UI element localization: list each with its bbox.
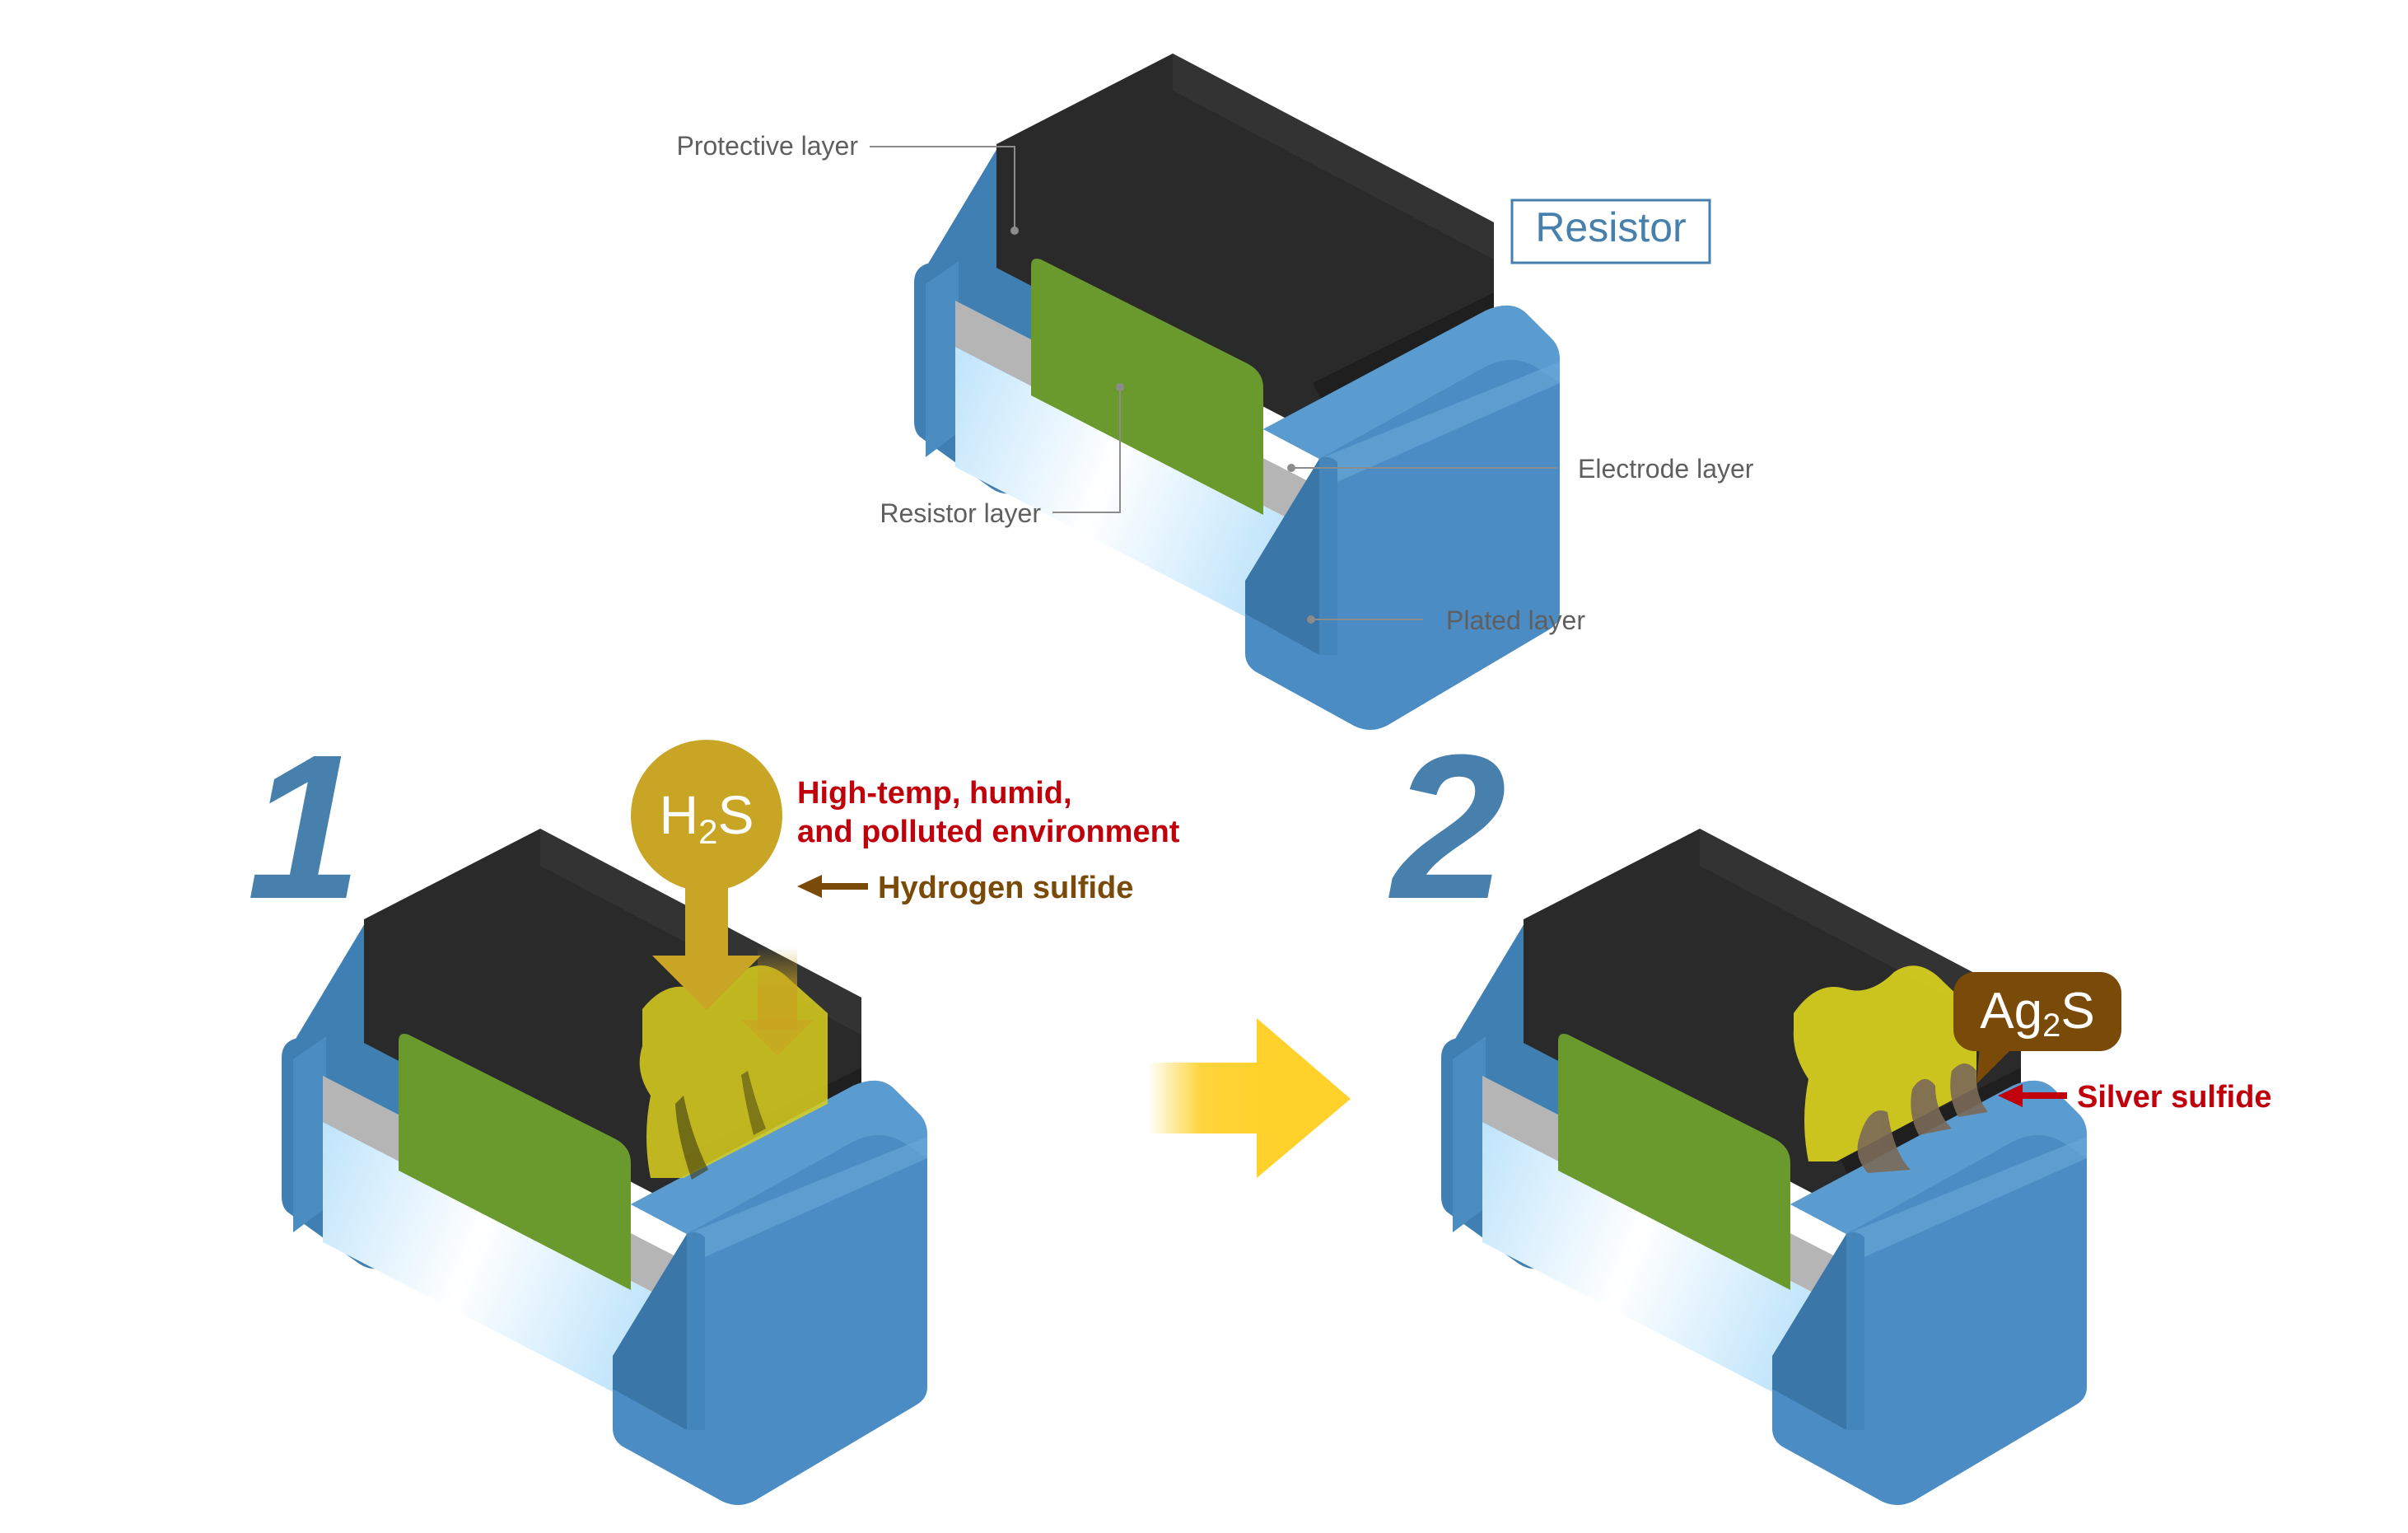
process-arrow-icon	[1148, 1018, 1351, 1178]
step-1-number: 1	[247, 712, 362, 942]
silver-sulfide-growth	[1857, 1063, 1988, 1173]
h2s-formula: H2S	[659, 784, 754, 851]
protective-layer-callout: Protective layer	[676, 131, 1019, 235]
step-2-resistor-illustration	[1441, 829, 2087, 1505]
electrode-layer-label: Electrode layer	[1578, 454, 1754, 484]
ag2s-bubble: Ag2S	[1953, 972, 2121, 1084]
environment-label-line2: and polluted environment	[797, 815, 1180, 849]
resistor-layer-callout: Resistor layer	[880, 383, 1124, 528]
hydrogen-sulfide-callout: Hydrogen sulfide	[797, 871, 1133, 905]
step-1-resistor-illustration	[282, 829, 927, 1505]
resistor-title-box: Resistor	[1510, 199, 1711, 264]
h2s-gas-indicator: H2S	[631, 740, 814, 1056]
gas-arrow-icon	[652, 956, 761, 1010]
ag2s-formula: Ag2S	[1980, 983, 2094, 1044]
silver-sulfide-label: Silver sulfide	[2077, 1080, 2272, 1115]
step-2-number: 2	[1388, 712, 1506, 942]
electrode-layer-callout: Electrode layer	[1287, 454, 1754, 484]
plated-layer-label: Plated layer	[1446, 605, 1585, 635]
resistor-layer-label: Resistor layer	[880, 498, 1041, 528]
h2s-bubble	[631, 740, 782, 891]
environment-label-line1: High-temp, humid,	[797, 776, 1072, 811]
pointer-arrow-icon-2	[1998, 1084, 2023, 1107]
step-2-sulfur-coating	[1793, 965, 1976, 1161]
silver-sulfide-callout: Silver sulfide	[1998, 1080, 2272, 1115]
hydrogen-sulfide-label: Hydrogen sulfide	[878, 871, 1133, 905]
protective-layer-label: Protective layer	[676, 131, 858, 161]
plated-layer-callout: Plated layer	[1307, 605, 1585, 635]
pointer-arrow-icon	[797, 875, 822, 898]
resistor-title: Resistor	[1535, 204, 1686, 250]
